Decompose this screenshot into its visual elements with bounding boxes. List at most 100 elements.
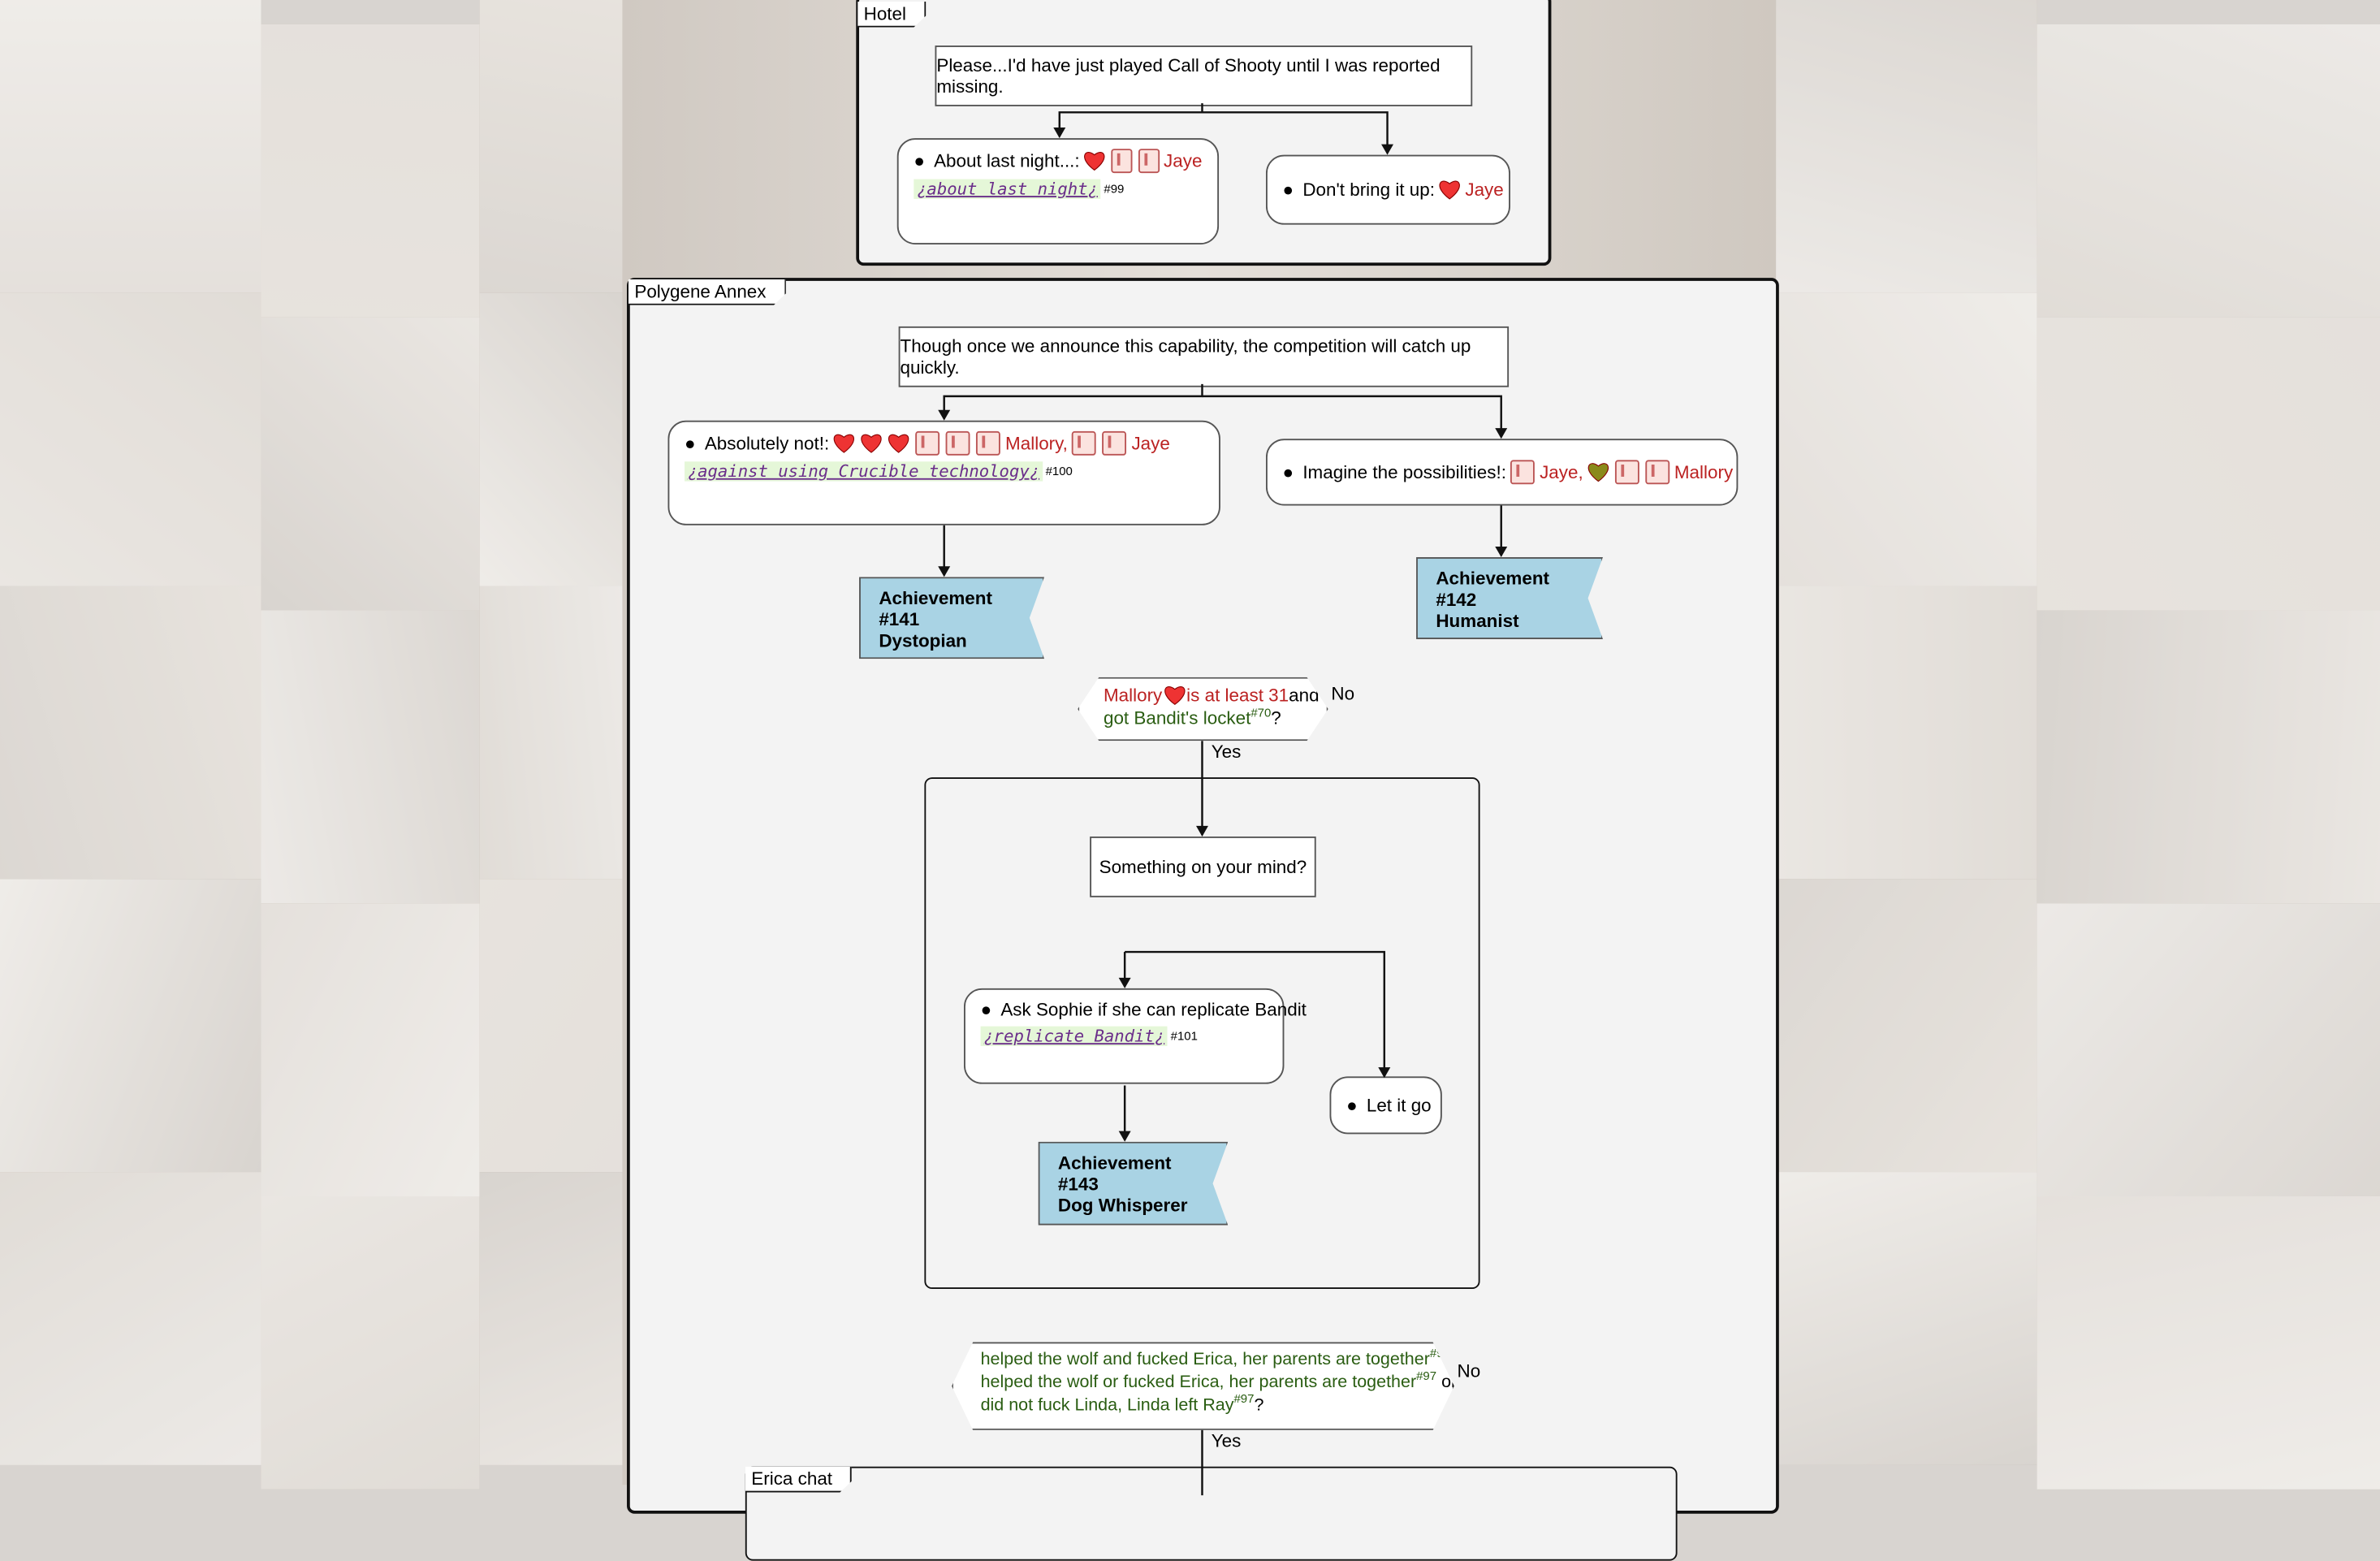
inner-option-let-it-go[interactable]: ●Let it go — [1329, 1076, 1442, 1135]
achievement-name: Dog Whisperer — [1057, 1195, 1188, 1217]
background-photo-tile — [0, 879, 261, 1173]
thumbs-up-icon — [915, 430, 940, 456]
background-photo-tile — [261, 903, 480, 1197]
heart-icon — [1162, 685, 1186, 706]
heart-icon — [860, 433, 884, 454]
broken-heart-icon — [1586, 461, 1610, 482]
background-photo-tile — [1776, 879, 2037, 1173]
code-flag: ¿about last night¿ — [914, 179, 1101, 199]
branch-yes-label: Yes — [1211, 1429, 1242, 1452]
thumbs-up-icon — [1510, 460, 1536, 485]
condition-flag: helped the wolf and fucked Erica, her pa… — [980, 1351, 1430, 1369]
thumbs-up-icon — [946, 430, 971, 456]
annex-connectors — [938, 383, 1508, 1496]
annex-option-absolutely-not[interactable]: ●Absolutely not!: Mallory, Jaye ¿against… — [667, 420, 1220, 525]
thumbs-up-icon — [1102, 430, 1127, 456]
code-flag: ¿against using Crucible technology¿ — [685, 461, 1043, 482]
thumbs-down-icon — [1614, 460, 1639, 485]
achievement-name: Dystopian — [879, 629, 967, 651]
background-photo-tile — [2037, 24, 2380, 318]
achievement-141: Achievement #141 Dystopian — [859, 577, 1045, 659]
background-photo-tile — [479, 0, 628, 293]
achievement-title: Achievement #142 — [1436, 568, 1550, 611]
condition-question-mark: ? — [1271, 707, 1281, 729]
background-photo-tile — [261, 24, 480, 318]
background-photo-tile — [0, 586, 261, 880]
background-photo-tile — [1776, 292, 2037, 586]
heart-icon — [832, 433, 857, 454]
achievement-title: Achievement #141 — [879, 587, 992, 630]
condition-flag: got Bandit's locket — [1103, 707, 1251, 729]
thumbs-up-icon — [1072, 430, 1097, 456]
frame-tab-hotel: Hotel — [857, 2, 926, 28]
condition-question-mark: ? — [1254, 1395, 1264, 1415]
ref-sup: #70 — [1250, 706, 1272, 720]
background-photo-tile — [261, 1196, 480, 1490]
option-label: Absolutely not!: — [704, 432, 830, 454]
hotel-prompt: Please...I'd have just played Call of Sh… — [935, 45, 1473, 106]
hotel-option-dont-bring-it-up[interactable]: ●Don't bring it up: Jaye — [1265, 154, 1510, 225]
achievement-142: Achievement #142 Humanist — [1416, 557, 1603, 639]
character-name: Mallory — [1674, 461, 1734, 483]
hotel-option-about-last-night[interactable]: ●About last night...: Jaye ¿about last n… — [896, 138, 1220, 244]
background-photo-tile — [479, 879, 628, 1173]
background-photo-tile — [1776, 586, 2037, 880]
condition-mallory-locket: Mallory is at least 31 and got Bandit's … — [1078, 677, 1328, 742]
character-name: Jaye — [1131, 432, 1170, 454]
thumbs-up-icon — [1138, 149, 1160, 174]
background-photo-tile — [261, 610, 480, 904]
condition-flag: helped the wolf or fucked Erica, her par… — [980, 1373, 1417, 1392]
heart-icon — [1438, 179, 1462, 201]
branch-yes-label: Yes — [1211, 741, 1242, 763]
annex-prompt: Though once we announce this capability,… — [898, 326, 1510, 387]
inner-prompt: Something on your mind? — [1090, 836, 1316, 897]
ref-sup: #101 — [1170, 1029, 1198, 1044]
heart-icon — [887, 433, 911, 454]
hotel-frame: Hotel Please...I'd have just played Call… — [856, 0, 1552, 266]
ref-sup: #97 — [1416, 1369, 1437, 1383]
background-photo-tile — [261, 317, 480, 611]
background-photo-tile — [2037, 903, 2380, 1197]
inner-connectors — [1118, 950, 1391, 1142]
achievement-143: Achievement #143 Dog Whisperer — [1038, 1141, 1229, 1226]
character-name: Jaye — [1465, 179, 1504, 201]
condition-wolf-erica: helped the wolf and fucked Erica, her pa… — [952, 1342, 1454, 1429]
option-label: Don't bring it up: — [1302, 179, 1435, 201]
achievement-title: Achievement #143 — [1057, 1152, 1172, 1196]
heart-icon — [1082, 150, 1107, 171]
background-photo-tile — [479, 292, 628, 586]
option-label: Ask Sophie if she can replicate Bandit — [1000, 998, 1307, 1021]
character-name: Mallory — [1103, 685, 1163, 707]
inner-group-frame: Something on your mind? ●Ask Sophie if s… — [924, 777, 1480, 1290]
branch-no-label: No — [1457, 1360, 1481, 1382]
hotel-connectors — [1053, 103, 1394, 155]
condition-threshold: is at least 31 — [1186, 685, 1289, 707]
background-photo-tile — [2037, 317, 2380, 611]
background-photo-tile — [0, 1172, 261, 1465]
background-photo-tile — [479, 586, 628, 880]
option-label: Let it go — [1366, 1094, 1432, 1116]
frame-tab-polygene-annex: Polygene Annex — [628, 279, 786, 305]
background-photo-tile — [0, 292, 261, 586]
ref-sup: #99 — [1104, 182, 1125, 197]
ref-sup: #97 — [1233, 1391, 1255, 1406]
ref-sup: #100 — [1045, 465, 1073, 478]
inner-option-replicate-bandit[interactable]: ●Ask Sophie if she can replicate Bandit … — [964, 988, 1307, 1084]
polygene-annex-frame: Polygene Annex Though once we announce t… — [627, 278, 1779, 1561]
background-photo-tile — [2037, 610, 2380, 904]
annex-option-imagine-possibilities[interactable]: ●Imagine the possibilities!: Jaye, Mallo… — [1265, 439, 1739, 506]
option-label: About last night...: — [934, 150, 1080, 172]
condition-and: and — [1289, 685, 1320, 707]
code-flag: ¿replicate Bandit¿ — [980, 1026, 1168, 1046]
character-name: Mallory, — [1005, 432, 1068, 454]
background-photo-tile — [2037, 1196, 2380, 1490]
background-photo-tile — [1776, 0, 2037, 293]
achievement-name: Humanist — [1436, 610, 1519, 632]
condition-flag: did not fuck Linda, Linda left Ray — [980, 1395, 1234, 1415]
thumbs-down-icon — [1645, 460, 1670, 485]
character-name: Jaye — [1164, 150, 1203, 172]
thumbs-up-icon — [1111, 149, 1133, 174]
background-photo-tile — [1776, 1172, 2037, 1465]
background-photo-tile — [479, 1172, 628, 1465]
